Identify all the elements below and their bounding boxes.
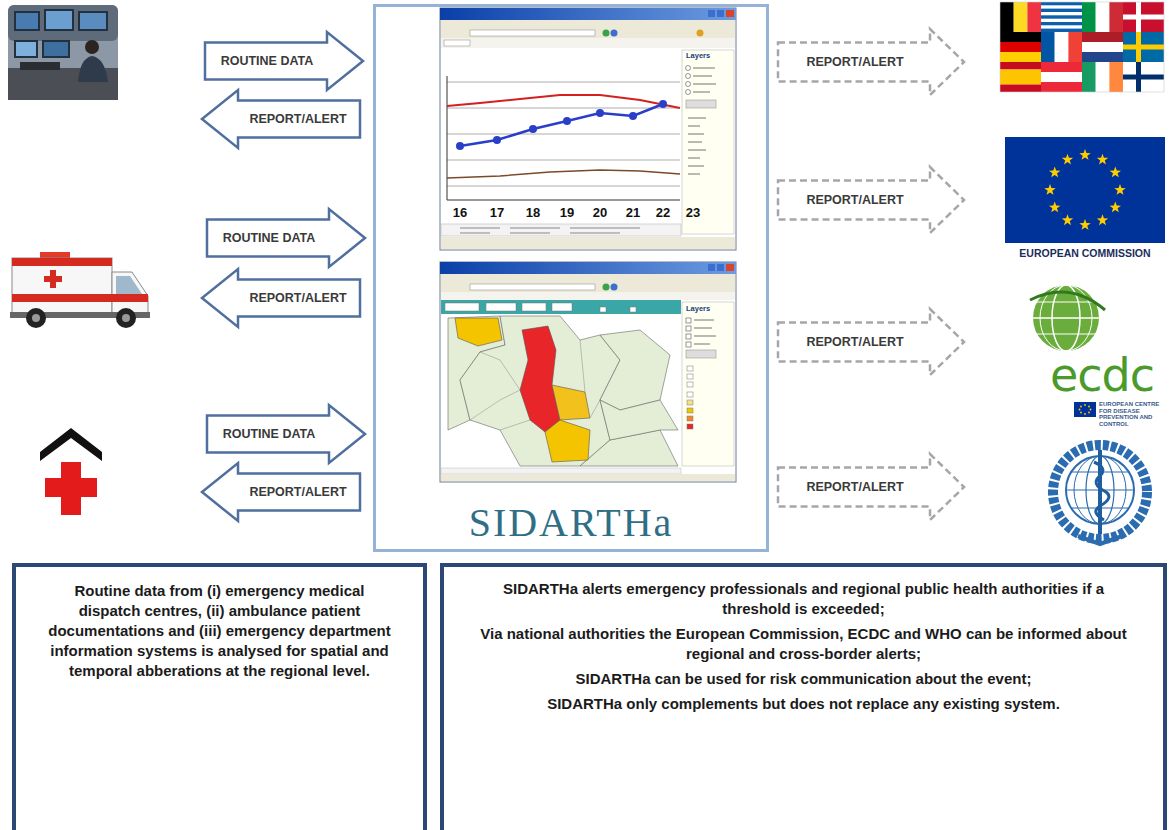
system-name: SIDARTHa [469, 501, 674, 545]
report-arrow: REPORT/ALERT [776, 27, 966, 97]
arrow-label: REPORT/ALERT [249, 291, 346, 305]
arrow-outline [202, 463, 360, 521]
arrow-label: REPORT/ALERT [806, 55, 903, 69]
description-text: Routine data from (i) emergency medical … [46, 581, 393, 681]
alert-arrow: REPORT/ALERT [200, 461, 362, 523]
chart-screenshot [440, 8, 736, 250]
ambulance-photo [10, 252, 150, 328]
description-text: Via national authorities the European Co… [480, 624, 1127, 664]
axis-tick-label: 23 [686, 205, 700, 220]
arrow-outline [778, 309, 964, 375]
data-arrow: ROUTINE DATA [205, 207, 367, 269]
arrow-outline [207, 209, 365, 267]
arrow-label: REPORT/ALERT [806, 193, 903, 207]
arrow-outline [778, 454, 964, 520]
logo-wordmark: ecdc [1050, 352, 1154, 398]
axis-tick-label: 19 [560, 205, 574, 220]
axis-tick-label: 18 [526, 205, 540, 220]
map-screenshot [440, 262, 736, 482]
arrow-outline [778, 167, 964, 233]
layer-panel-title: Layers [686, 305, 710, 313]
member-flags-collage [1000, 2, 1164, 92]
arrow-outline [205, 32, 363, 90]
arrow-label: REPORT/ALERT [806, 335, 903, 349]
report-arrow: REPORT/ALERT [776, 307, 966, 377]
description-text: SIDARTHa can be used for risk communicat… [480, 669, 1127, 689]
description-text: SIDARTHa alerts emergency professionals … [480, 579, 1127, 619]
axis-tick-label: 16 [453, 205, 467, 220]
arrow-label: REPORT/ALERT [806, 480, 903, 494]
axis-tick-label: 21 [626, 205, 640, 220]
text-box: Routine data from (i) emergency medical … [12, 563, 427, 830]
arrow-label: REPORT/ALERT [249, 485, 346, 499]
arrow-outline [778, 29, 964, 95]
european-commission-flag [1005, 137, 1165, 243]
data-arrow: ROUTINE DATA [205, 403, 367, 465]
who-emblem [1053, 445, 1147, 544]
arrow-label: ROUTINE DATA [223, 231, 316, 245]
organisation-name: EUROPEAN COMMISSION [1019, 247, 1150, 259]
report-arrow: REPORT/ALERT [776, 165, 966, 235]
layer-panel-title: Layers [686, 52, 710, 60]
arrow-label: ROUTINE DATA [221, 54, 314, 68]
text-box: SIDARTHa alerts emergency professionals … [440, 563, 1167, 830]
report-arrow: REPORT/ALERT [776, 452, 966, 522]
organisation-name: EUROPEAN CENTRE FOR DISEASE PREVENTION A… [1099, 401, 1165, 427]
system-panel: SIDARTHa [373, 4, 769, 552]
alert-arrow: REPORT/ALERT [200, 267, 362, 329]
description-text: SIDARTHa only complements but does not r… [480, 694, 1127, 714]
hospital-icon [40, 428, 102, 515]
arrow-label: ROUTINE DATA [223, 427, 316, 441]
arrow-label: REPORT/ALERT [249, 112, 346, 126]
control-room-photo [8, 5, 118, 100]
alert-arrow: REPORT/ALERT [200, 88, 362, 150]
arrow-outline [202, 269, 360, 327]
axis-tick-label: 22 [656, 205, 670, 220]
arrow-outline [207, 405, 365, 463]
axis-tick-label: 17 [490, 205, 504, 220]
data-arrow: ROUTINE DATA [203, 30, 365, 92]
arrow-outline [202, 90, 360, 148]
axis-tick-label: 20 [593, 205, 607, 220]
